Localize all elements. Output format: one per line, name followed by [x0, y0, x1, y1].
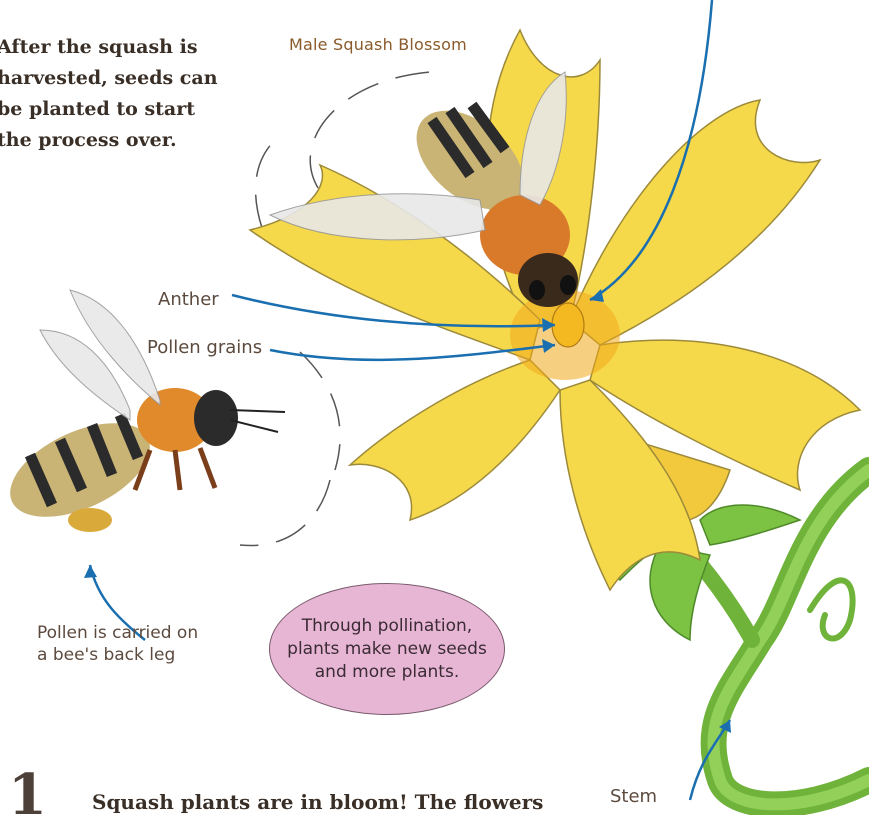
anther-label: Anther [158, 289, 219, 311]
blossom-label: Male Squash Blossom [289, 34, 467, 56]
stem-label: Stem [610, 786, 657, 808]
bottom-text: Squash plants are in bloom! The flowers [92, 788, 612, 816]
intro-text: After the squash is harvested, seeds can… [0, 32, 257, 156]
flying-bee [0, 290, 285, 536]
pollen-leg-label: Pollen is carried on a bee's back leg [37, 622, 277, 666]
pollination-bubble-text: Through pollination, plants make new see… [287, 615, 487, 684]
pollen-grains-label: Pollen grains [147, 337, 262, 359]
anther [552, 303, 584, 347]
step-number: 1 [8, 764, 52, 826]
pollination-bubble: Through pollination, plants make new see… [269, 583, 505, 715]
